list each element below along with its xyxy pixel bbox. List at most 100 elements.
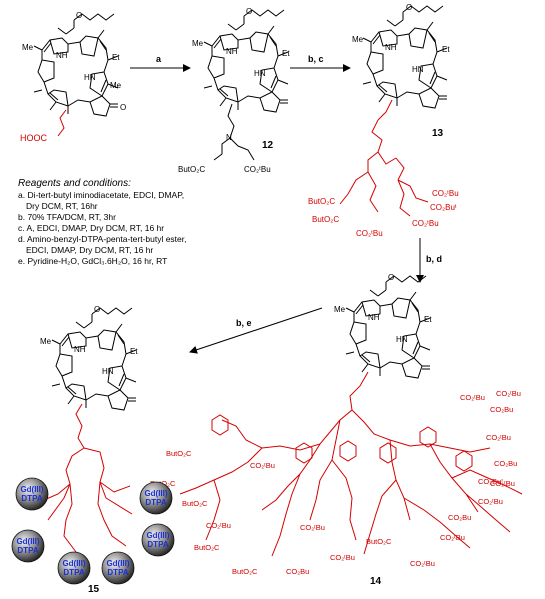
compound-14-ester-r: CO₂ᵗBu (486, 433, 511, 442)
starting-material (33, 13, 119, 117)
compound-15-linker (43, 403, 133, 553)
gd-bead-2-line1: Gd(III) (144, 489, 167, 498)
compound-14-ester-e: CO₂ᵗBu (206, 521, 231, 530)
compound-14-ester-m: CO₂ᵗBu (440, 533, 465, 542)
condition-line: Dry DCM, RT, 16hr (26, 201, 98, 211)
compound-14-ester-n: CO₂Bu (448, 513, 471, 522)
c15-me-a: Me (40, 337, 52, 346)
arrow-a-label: a (156, 54, 162, 64)
gd-bead-4-line1: Gd(III) (146, 531, 169, 540)
compound-13-ester-5: CO₂ᵗBu (412, 219, 439, 228)
arrow-bc-label: b, c (308, 54, 324, 64)
c12-nh: NH (226, 47, 238, 56)
c14-et: Et (424, 315, 432, 324)
compound-14-ester-i: CO₂ᵗBu (300, 523, 325, 532)
c12-hn: HN (254, 69, 266, 78)
compound-14-ester-p: CO₂ᵗBu (490, 479, 515, 488)
compound-13-ester-4: CO₂Buᵗ (430, 203, 457, 212)
compound-14-ester-s: CO₂Bu (490, 405, 513, 414)
compound-14-ester-u: CO₂ᵗBu (496, 389, 521, 398)
compound-14-ester-a: ButO₂C (166, 449, 192, 458)
gd-bead-4-line2: DTPA (147, 540, 168, 549)
c14-hn: HN (396, 335, 408, 344)
compound-14-ester-f: ButO₂C (194, 543, 220, 552)
gd-bead-5-line1: Gd(III) (62, 559, 85, 568)
compound-14-label: 14 (370, 576, 382, 587)
c15-hn: HN (102, 367, 114, 376)
compound-13-core (362, 5, 448, 109)
compound-14-ester-t: CO₂ᵗBu (460, 393, 485, 402)
condition-line: d. Amino-benzyl-DTPA-penta-tert-butyl es… (18, 234, 187, 244)
gd-bead-3-line2: DTPA (17, 546, 38, 555)
gd-bead-1-line2: DTPA (21, 494, 42, 503)
compound-12-core (203, 9, 289, 113)
gd-bead-1-line1: Gd(III) (20, 485, 43, 494)
c13-o: O (406, 3, 412, 12)
compound-14-ester-d: ButO₂C (182, 499, 208, 508)
gd-bead-3-line1: Gd(III) (16, 537, 39, 546)
c1-me-b: Me (110, 81, 122, 90)
compound-12-label: 12 (262, 140, 274, 151)
compound-14-ester-k: ButO₂C (366, 537, 392, 546)
compound-14-ester-v: CO₂Buᵗ (478, 477, 503, 486)
condition-line: a. Di-tert-butyl iminodiacetate, EDCI, D… (18, 190, 185, 200)
c12-n: N (226, 133, 232, 142)
compound-14-ester-b: CO₂ᵗBu (250, 461, 275, 470)
compound-14-ester-l: CO₂ᵗBu (410, 559, 435, 568)
gd-bead-5-line2: DTPA (63, 568, 84, 577)
conditions-title: Reagents and conditions: (18, 178, 131, 189)
compound-15-label: 15 (88, 584, 100, 595)
compound-15-core (51, 307, 137, 411)
compound-14-ester-h: CO₂Bu (286, 567, 309, 576)
reagents-conditions: Reagents and conditions: a. Di-tert-buty… (18, 178, 233, 267)
c1-o: O (76, 11, 82, 20)
c15-et: Et (130, 347, 138, 356)
condition-line: b. 70% TFA/DCM, RT, 3hr (18, 212, 116, 222)
c1-nh: NH (56, 51, 68, 60)
hooc-label: HOOC (20, 133, 48, 143)
c1-oxo: O (120, 103, 126, 112)
condition-line: e. Pyridine-H₂O, GdCl₃.6H₂O, 16 hr, RT (18, 256, 168, 266)
c12-o: O (246, 7, 252, 16)
compound-13-ester-2: ButO₂C (312, 215, 339, 224)
c15-o: O (94, 305, 100, 314)
arrow-be-label: b, e (236, 318, 252, 328)
compound-12-amide (213, 103, 255, 161)
condition-line: c. A, EDCI, DMAP, Dry DCM, RT, 16 hr (18, 223, 165, 233)
compound-14-ester-q: CO₂Bu (494, 459, 517, 468)
c13-nh: NH (385, 43, 397, 52)
c14-me-a: Me (334, 305, 346, 314)
c1-hn: HN (84, 73, 96, 82)
compound-14-ester-j: CO₂ᵗBu (330, 553, 355, 562)
compound-13-ester-3: CO₂ᵗBu (432, 189, 459, 198)
compound-12-tbu-right: CO₂ᵗBu (244, 165, 271, 174)
core-atom-labels: Me Et Me NH HN O O Me Et NH HN O N Me Et… (22, 3, 450, 376)
gd-bead-6-line1: Gd(III) (106, 559, 129, 568)
c12-me-a: Me (192, 39, 204, 48)
compound-13-ester-6: CO₂ᵗBu (356, 229, 383, 238)
compound-12-tbu-left: ButO₂C (178, 165, 205, 174)
c15-nh: NH (74, 345, 86, 354)
c14-nh: NH (368, 313, 380, 322)
c13-et: Et (442, 45, 450, 54)
arrow-be (189, 307, 323, 354)
c13-me-a: Me (352, 35, 364, 44)
c13-hn: HN (412, 65, 424, 74)
compound-14-core (345, 275, 431, 379)
compound-13-label: 13 (432, 128, 444, 139)
arrow-bd-label: b, d (426, 254, 442, 264)
c12-et: Et (282, 49, 290, 58)
gd-bead-labels: Gd(III) DTPA Gd(III) DTPA Gd(III) DTPA G… (16, 485, 169, 577)
c14-o: O (388, 273, 394, 282)
gd-bead-2-line2: DTPA (145, 498, 166, 507)
compound-13-linker (339, 99, 429, 217)
starting-acid-chain (57, 109, 67, 137)
compound-14-dendron (179, 371, 523, 557)
c1-me-a: Me (22, 43, 34, 52)
gd-bead-6-line2: DTPA (107, 568, 128, 577)
compound-14-ester-o: CO₂ᵗBu (478, 497, 503, 506)
condition-line: EDCI, DMAP, Dry DCM, RT, 16 hr (26, 245, 154, 255)
compound-14-ester-g: ButO₂C (232, 567, 258, 576)
c1-et: Et (112, 53, 120, 62)
